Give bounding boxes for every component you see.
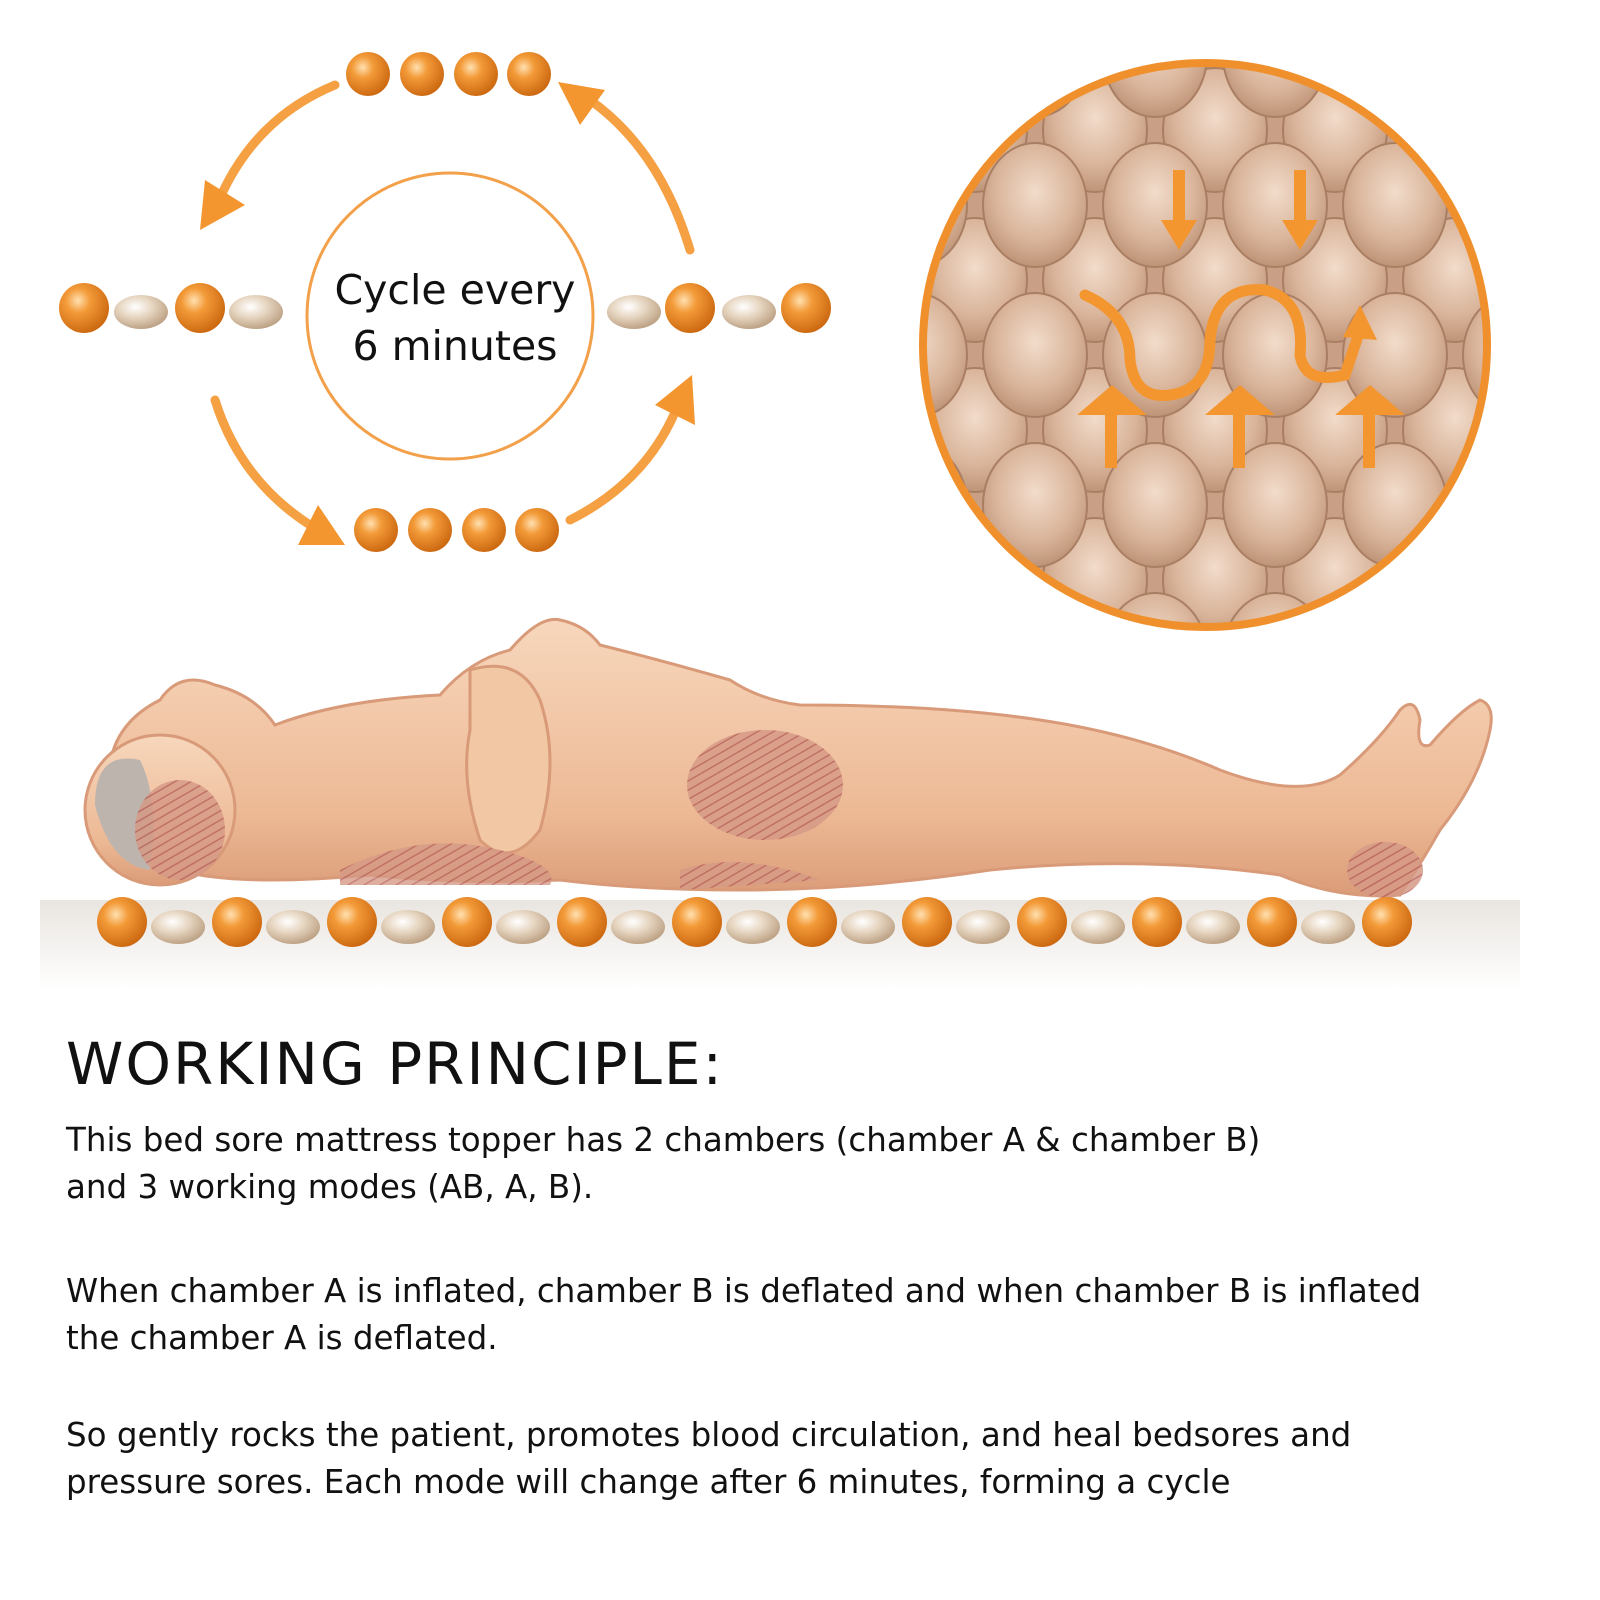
mattress-ball-row <box>97 897 1412 947</box>
pressure-zone-hip <box>687 730 843 840</box>
patient-illustration <box>40 617 1520 990</box>
paragraph-benefits-line1: So gently rocks the patient, promotes bl… <box>66 1416 1352 1454</box>
arrow-head-top-right <box>558 82 605 125</box>
cycle-label-line1: Cycle every <box>334 266 576 314</box>
closeup-border <box>919 59 1491 631</box>
patient-arms <box>465 664 552 855</box>
pressure-zone-heels <box>1347 842 1423 898</box>
paragraph-inflation: When chamber A is inflated, chamber B is… <box>66 1268 1576 1362</box>
mattress-closeup <box>919 59 1491 631</box>
floor-shadow <box>40 900 1520 990</box>
section-heading: WORKING PRINCIPLE: <box>66 1030 725 1098</box>
pressure-zone-buttocks <box>680 862 820 890</box>
paragraph-inflation-line1: When chamber A is inflated, chamber B is… <box>66 1272 1422 1310</box>
arrow-head-bottom-left <box>298 505 345 545</box>
cycle-label: Cycle every 6 minutes <box>310 262 600 374</box>
paragraph-chambers: This bed sore mattress topper has 2 cham… <box>66 1117 1576 1211</box>
airflow-wave-arrow <box>1343 305 1377 340</box>
up-arrows <box>1077 385 1405 468</box>
paragraph-chambers-line1: This bed sore mattress topper has 2 cham… <box>66 1121 1261 1159</box>
cycle-label-line2: 6 minutes <box>352 322 558 370</box>
pressure-zone-shoulders <box>340 843 552 885</box>
arrow-head-bottom-right <box>655 375 695 425</box>
ball-row-left <box>59 283 283 333</box>
pressure-zone-head <box>135 780 225 880</box>
arc-bottom-left <box>210 395 315 530</box>
cycle-center-ring <box>305 171 595 461</box>
ball-row-bottom <box>354 508 559 552</box>
down-arrows <box>1161 170 1318 250</box>
airflow-wave <box>1079 284 1366 402</box>
cycle-diagram <box>59 52 831 552</box>
paragraph-benefits: So gently rocks the patient, promotes bl… <box>66 1412 1576 1506</box>
arc-bottom-right <box>565 395 685 525</box>
ball-row-top <box>346 52 551 96</box>
paragraph-chambers-line2: and 3 working modes (AB, A, B). <box>66 1168 594 1206</box>
arc-top-left <box>210 80 340 215</box>
paragraph-benefits-line2: pressure sores. Each mode will change af… <box>66 1463 1231 1501</box>
paragraph-inflation-line2: the chamber A is deflated. <box>66 1319 498 1357</box>
arrow-head-top-left <box>200 180 245 230</box>
ball-row-right <box>607 283 831 333</box>
arc-top-right <box>585 95 695 255</box>
